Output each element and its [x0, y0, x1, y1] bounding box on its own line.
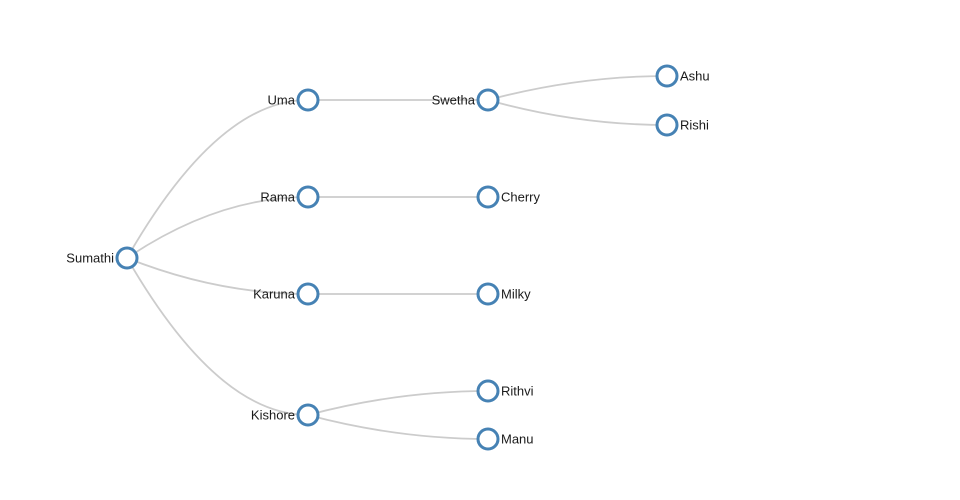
- tree-node-circle-uma[interactable]: [296, 88, 320, 112]
- tree-node-rama: Rama: [260, 185, 320, 209]
- tree-link-sumathi-kishore: [126, 257, 309, 416]
- tree-node-circle-rithvi[interactable]: [476, 379, 500, 403]
- tree-node-circle-manu[interactable]: [476, 427, 500, 451]
- tree-node-circle-ashu[interactable]: [655, 64, 679, 88]
- tree-node-label-cherry: Cherry: [501, 189, 541, 204]
- tree-node-label-ashu: Ashu: [680, 68, 710, 83]
- tree-node-cherry: Cherry: [476, 185, 541, 209]
- tree-node-label-uma: Uma: [268, 92, 296, 107]
- tree-node-swetha: Swetha: [432, 88, 500, 112]
- tree-node-circle-rama[interactable]: [296, 185, 320, 209]
- tree-link-sumathi-uma: [126, 99, 309, 259]
- tree-node-circle-swetha[interactable]: [476, 88, 500, 112]
- tree-node-label-milky: Milky: [501, 286, 531, 301]
- tree-link-sumathi-karuna: [126, 257, 309, 295]
- tree-node-circle-cherry[interactable]: [476, 185, 500, 209]
- tree-node-label-swetha: Swetha: [432, 92, 476, 107]
- tree-node-circle-milky[interactable]: [476, 282, 500, 306]
- tree-node-manu: Manu: [476, 427, 534, 451]
- tree-link-kishore-manu: [307, 414, 489, 440]
- tree-link-swetha-rishi: [487, 99, 668, 126]
- tree-node-sumathi: Sumathi: [66, 246, 139, 270]
- tree-node-circle-rishi[interactable]: [655, 113, 679, 137]
- tree-link-swetha-ashu: [487, 75, 668, 101]
- tree-node-milky: Milky: [476, 282, 531, 306]
- tree-node-rishi: Rishi: [655, 113, 709, 137]
- tree-node-label-rishi: Rishi: [680, 117, 709, 132]
- tree-node-label-rithvi: Rithvi: [501, 383, 534, 398]
- tree-node-circle-sumathi[interactable]: [115, 246, 139, 270]
- tree-node-karuna: Karuna: [253, 282, 320, 306]
- tree-node-label-rama: Rama: [260, 189, 295, 204]
- tree-node-kishore: Kishore: [251, 403, 320, 427]
- tree-link-sumathi-rama: [126, 196, 309, 259]
- tree-node-label-manu: Manu: [501, 431, 534, 446]
- tree-node-label-kishore: Kishore: [251, 407, 295, 422]
- tree-node-ashu: Ashu: [655, 64, 710, 88]
- tree-node-label-sumathi: Sumathi: [66, 250, 114, 265]
- tree-link-kishore-rithvi: [307, 390, 489, 416]
- tree-links-layer: [126, 75, 668, 440]
- tree-node-rithvi: Rithvi: [476, 379, 534, 403]
- tree-node-uma: Uma: [268, 88, 320, 112]
- tree-node-label-karuna: Karuna: [253, 286, 296, 301]
- tree-node-circle-kishore[interactable]: [296, 403, 320, 427]
- tree-node-circle-karuna[interactable]: [296, 282, 320, 306]
